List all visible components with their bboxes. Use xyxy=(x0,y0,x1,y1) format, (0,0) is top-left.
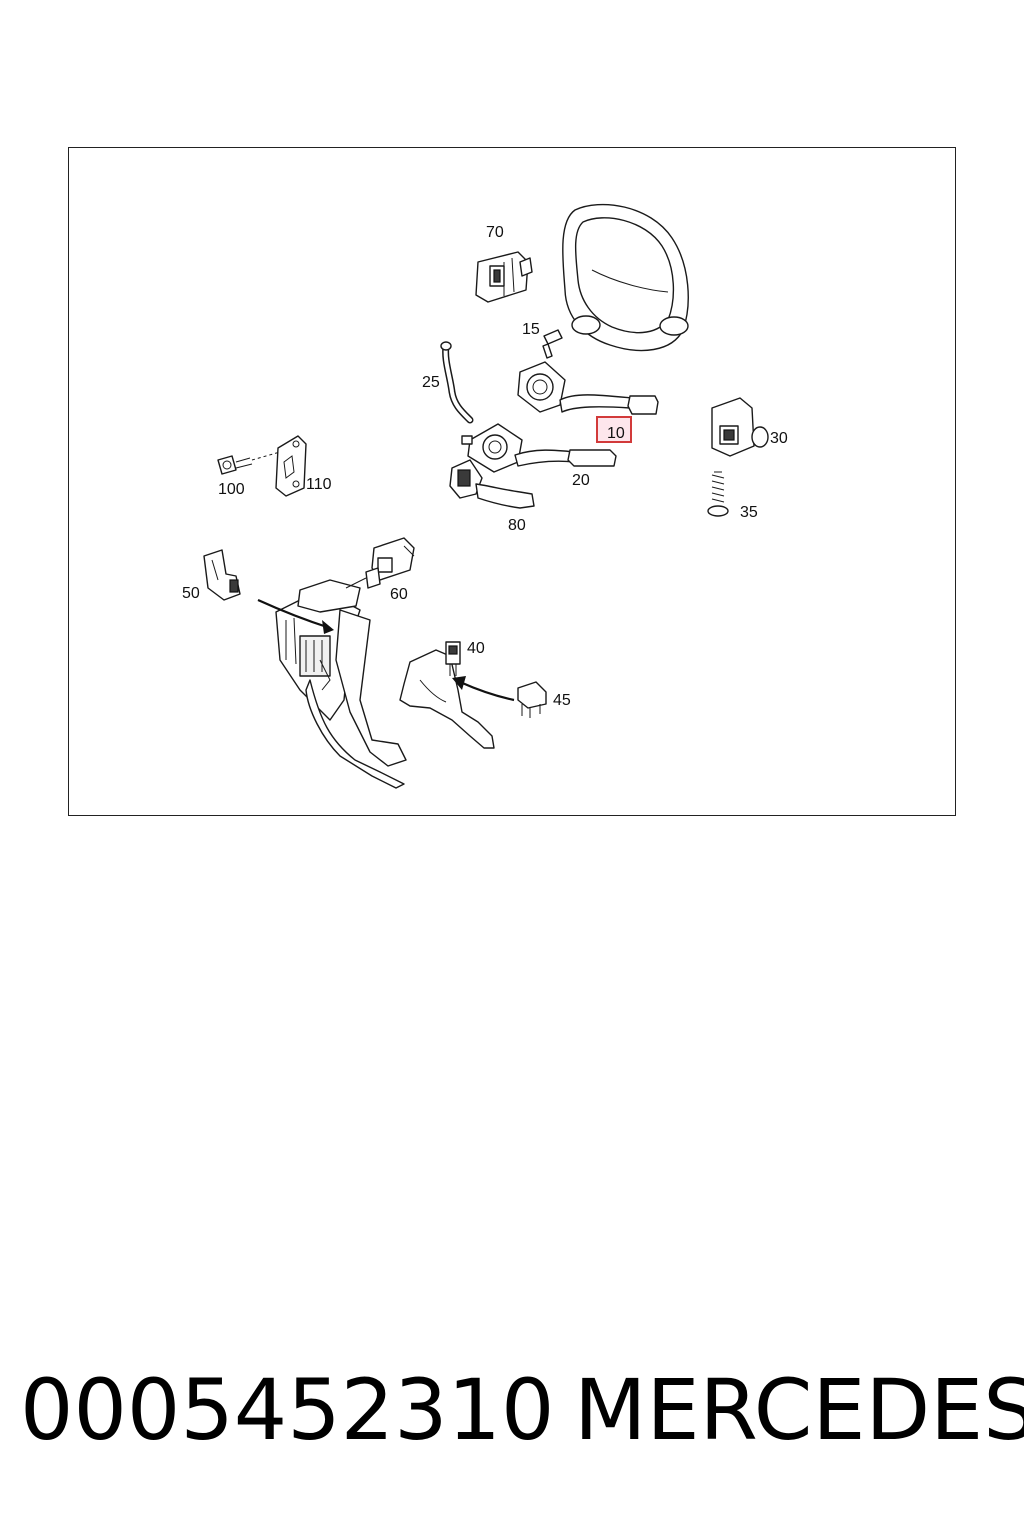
part-25-cable xyxy=(440,341,474,424)
callout-15: 15 xyxy=(522,321,540,338)
callout-70: 70 xyxy=(486,224,504,241)
callout-20: 20 xyxy=(572,472,590,489)
arrow-60 xyxy=(345,577,367,589)
part-30-lock xyxy=(711,397,769,457)
part-110-bracket xyxy=(275,435,307,497)
callout-45: 45 xyxy=(553,692,571,709)
callout-80: 80 xyxy=(508,517,526,534)
part-50-switch xyxy=(203,549,241,601)
callout-110: 110 xyxy=(306,476,332,493)
callout-10-highlight xyxy=(596,416,632,443)
callout-30: 30 xyxy=(770,430,788,447)
callout-25: 25 xyxy=(422,374,440,391)
part-10-switch xyxy=(517,361,659,415)
callout-50: 50 xyxy=(182,585,200,602)
part-number: 0005452310 xyxy=(20,1361,555,1459)
arrow-45 xyxy=(452,676,515,702)
callout-35: 35 xyxy=(740,504,758,521)
steering-wheel xyxy=(562,203,689,352)
callout-40: 40 xyxy=(467,640,485,657)
part-35-spring xyxy=(707,471,729,517)
part-100-bolt xyxy=(217,451,281,475)
pedal-assembly xyxy=(275,579,407,789)
callout-100: 100 xyxy=(218,481,245,498)
callout-10[interactable]: 10 xyxy=(607,425,625,442)
part-40-bracket xyxy=(399,641,495,749)
part-15-screw xyxy=(542,329,563,359)
part-80-switch xyxy=(449,459,535,509)
part-45-clip xyxy=(517,681,547,718)
part-70-connector xyxy=(475,251,533,303)
callout-60: 60 xyxy=(390,586,408,603)
brand-name: MERCEDES xyxy=(574,1361,1024,1459)
arrow-50 xyxy=(257,598,334,634)
part-20-switch xyxy=(461,423,617,473)
part-60-switch xyxy=(365,537,415,589)
